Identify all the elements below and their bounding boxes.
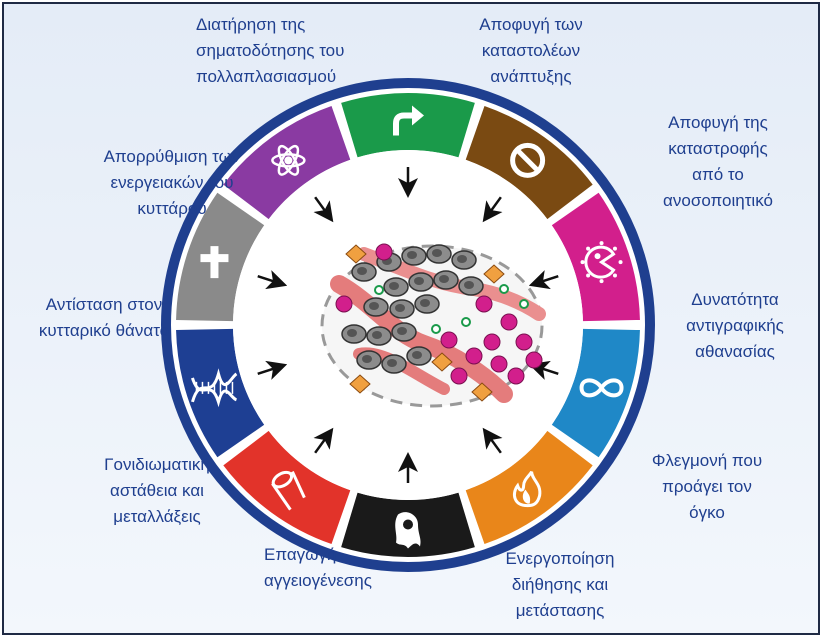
- hallmark-label-inflammation: Φλεγμονή που προάγει τον όγκο: [651, 451, 763, 522]
- inward-arrow: [313, 196, 334, 223]
- cell-nucleus: [357, 267, 367, 275]
- cell-nucleus: [389, 282, 399, 290]
- immune-cell: [507, 367, 525, 385]
- immune-cell: [525, 351, 543, 369]
- hallmark-label-metastasis: Ενεργοποίηση διήθησης και μετάστασης: [505, 549, 615, 620]
- cell-nucleus: [387, 359, 397, 367]
- no-sign-icon: [510, 142, 546, 178]
- immune-cell: [515, 333, 533, 351]
- hallmark-label-growth-suppressors: Αποφυγή των καταστολέων ανάπτυξης: [479, 15, 583, 86]
- hallmark-label-angiogenesis: Επαγωγή αγγειογένεσης: [264, 545, 372, 590]
- fibroblast-cell: [471, 382, 493, 402]
- fibroblast-cell: [345, 244, 367, 264]
- vessel-icon: [271, 470, 306, 511]
- infinity-icon: [579, 378, 624, 398]
- immune-cell: [465, 347, 483, 365]
- cell-nucleus: [464, 281, 474, 289]
- hallmark-label-genome: Γονιδιωματική αστάθεια και μεταλλάξεις: [104, 455, 210, 526]
- inward-arrow: [257, 270, 288, 290]
- immune-cell: [475, 295, 493, 313]
- fibroblast-cell: [431, 352, 453, 372]
- segment-inflammation: [465, 430, 593, 545]
- cell-nucleus: [407, 251, 417, 259]
- inward-arrow: [257, 360, 288, 380]
- inward-arrow: [482, 196, 503, 223]
- hallmark-label-immortality: Δυνατότητα αντιγραφικής αθανασίας: [686, 290, 784, 361]
- inward-arrow: [482, 427, 503, 454]
- cell-nucleus: [432, 249, 442, 257]
- immune-cell: [490, 355, 508, 373]
- cell-nucleus: [397, 327, 407, 335]
- arrow-icon: [393, 105, 424, 136]
- small-cell: [461, 317, 471, 327]
- immune-cell: [375, 243, 393, 261]
- cell-nucleus: [362, 355, 372, 363]
- cell-nucleus: [439, 275, 449, 283]
- inward-arrow: [313, 427, 334, 454]
- cell-nucleus: [347, 329, 357, 337]
- fibroblast-cell: [483, 264, 505, 284]
- cell-nucleus: [414, 277, 424, 285]
- atom-icon: [271, 144, 306, 176]
- cell-nucleus: [420, 299, 430, 307]
- dna-icon: [191, 368, 238, 408]
- flame-icon: [512, 470, 542, 508]
- hallmark-label-cell-death: Αντίσταση στον κυτταρικό θάνατο: [38, 295, 170, 340]
- cross-icon: [200, 246, 229, 279]
- hallmark-label-proliferation: Διατήρηση της σηματοδότησης του πολλαπλα…: [196, 15, 345, 86]
- immune-cell: [500, 313, 518, 331]
- cell-icon: [395, 512, 421, 549]
- cell-nucleus: [372, 331, 382, 339]
- small-cell: [499, 284, 509, 294]
- pacman-icon: [580, 241, 623, 284]
- hallmarks-wheel: [161, 78, 655, 572]
- immune-cell: [483, 333, 501, 351]
- segment-angiogenesis: [223, 430, 351, 545]
- tumor-microenvironment: [320, 243, 546, 408]
- cell-nucleus: [412, 351, 422, 359]
- immune-cell: [440, 331, 458, 349]
- cell-nucleus: [457, 255, 467, 263]
- hallmark-label-energetics: Απορρύθμιση των ενεργειακών του κυττάρου: [103, 147, 241, 218]
- cell-nucleus: [369, 302, 379, 310]
- inward-arrow: [528, 270, 559, 290]
- hallmark-label-immune: Αποφυγή της καταστροφής από το ανοσοποιη…: [663, 113, 773, 210]
- small-cell: [519, 299, 529, 309]
- cell-nucleus: [395, 304, 405, 312]
- fibroblast-cell: [349, 374, 371, 394]
- small-cell: [431, 324, 441, 334]
- immune-cell: [335, 295, 353, 313]
- small-cell: [374, 285, 384, 295]
- immune-cell: [450, 367, 468, 385]
- segment-proliferation: [341, 92, 475, 158]
